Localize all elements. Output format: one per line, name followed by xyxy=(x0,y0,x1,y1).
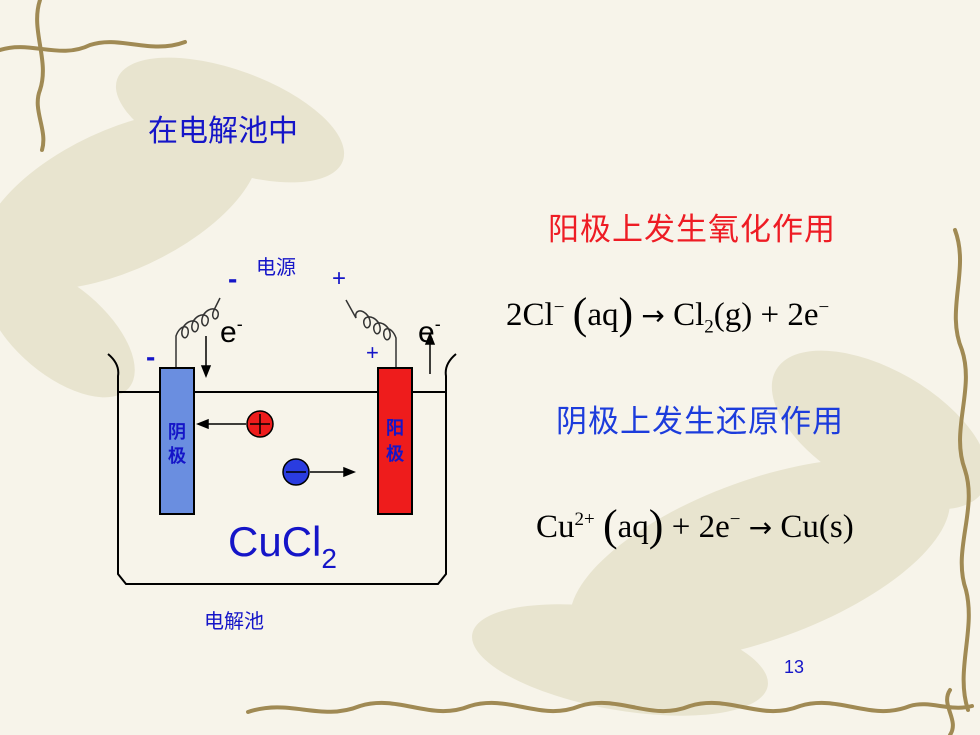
cathode-electrode xyxy=(159,367,195,515)
cation-arrow xyxy=(195,418,246,430)
electron-flow-arrow-down xyxy=(200,336,212,379)
page-number: 13 xyxy=(784,657,805,677)
power-minus-sign: - xyxy=(228,263,237,294)
power-plus-sign: + xyxy=(332,265,346,292)
cell-label: 电解池 xyxy=(204,610,264,633)
right-electrode-sign: + xyxy=(366,340,379,365)
anode-label-1: 阳 xyxy=(386,418,404,438)
power-source-label: 电源 xyxy=(256,256,296,279)
cathode-label-1: 阴 xyxy=(168,422,186,442)
left-electrode-sign: - xyxy=(146,341,155,372)
right-wire xyxy=(345,299,397,368)
electrolysis-diagram: - 电源 + e- e- - + 阴 极 阳 极 xyxy=(107,256,457,633)
left-wire xyxy=(175,297,221,368)
slide-title: 在电解池中 xyxy=(148,114,298,149)
anion-arrow xyxy=(310,466,357,478)
cation-icon xyxy=(246,410,274,438)
electron-flow-arrow-up xyxy=(424,331,436,374)
cathode-equation: Cu2+ (aq) + 2e− → Cu(s) xyxy=(536,501,854,550)
electrolyte-formula: CuCl2 xyxy=(228,518,337,574)
anode-equation: 2Cl− (aq) → Cl2(g) + 2e− xyxy=(506,289,830,338)
leaf-watermark xyxy=(0,57,980,716)
electron-left-label: e- xyxy=(220,314,243,349)
cathode-reduction-heading: 阴极上发生还原作用 xyxy=(556,404,844,440)
anode-oxidation-heading: 阳极上发生氧化作用 xyxy=(548,212,836,248)
cathode-label-2: 极 xyxy=(168,446,187,466)
anion-icon xyxy=(282,458,310,486)
anode-label-2: 极 xyxy=(386,444,405,464)
anode-electrode xyxy=(377,367,413,515)
beaker xyxy=(107,353,457,585)
